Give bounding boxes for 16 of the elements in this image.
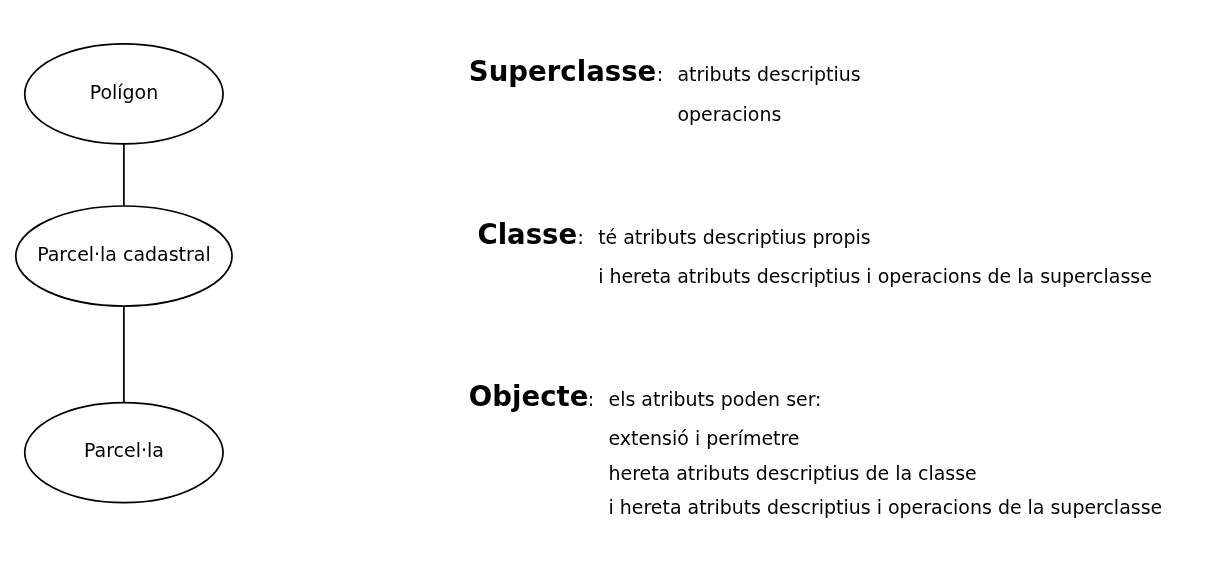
node-label: Superclasse:: [468, 55, 664, 89]
node-ellipse: Parcel·la cadastral: [14, 205, 233, 307]
connector: [123, 143, 125, 207]
node-label: operacions: [677, 103, 782, 126]
node-label: atributs descriptius: [677, 63, 861, 86]
node-ellipse: Parcel·la: [23, 401, 224, 504]
node-label: i hereta atributs descriptius i operacions de la superclasse: [598, 265, 1152, 288]
node-label: els atributs poden ser:: [608, 387, 822, 410]
connector: [123, 305, 125, 404]
node-ellipse: Polígon: [23, 43, 224, 145]
node-label: Classe:: [477, 217, 584, 251]
node-label: extensió i perímetre: [608, 427, 800, 450]
node-label: hereta atributs descriptius de la classe: [608, 461, 977, 484]
node-label: Objecte:: [468, 379, 595, 413]
node-label: té atributs descriptius propis: [598, 225, 871, 248]
node-label: i hereta atributs descriptius i operacions de la superclasse: [608, 496, 1163, 519]
